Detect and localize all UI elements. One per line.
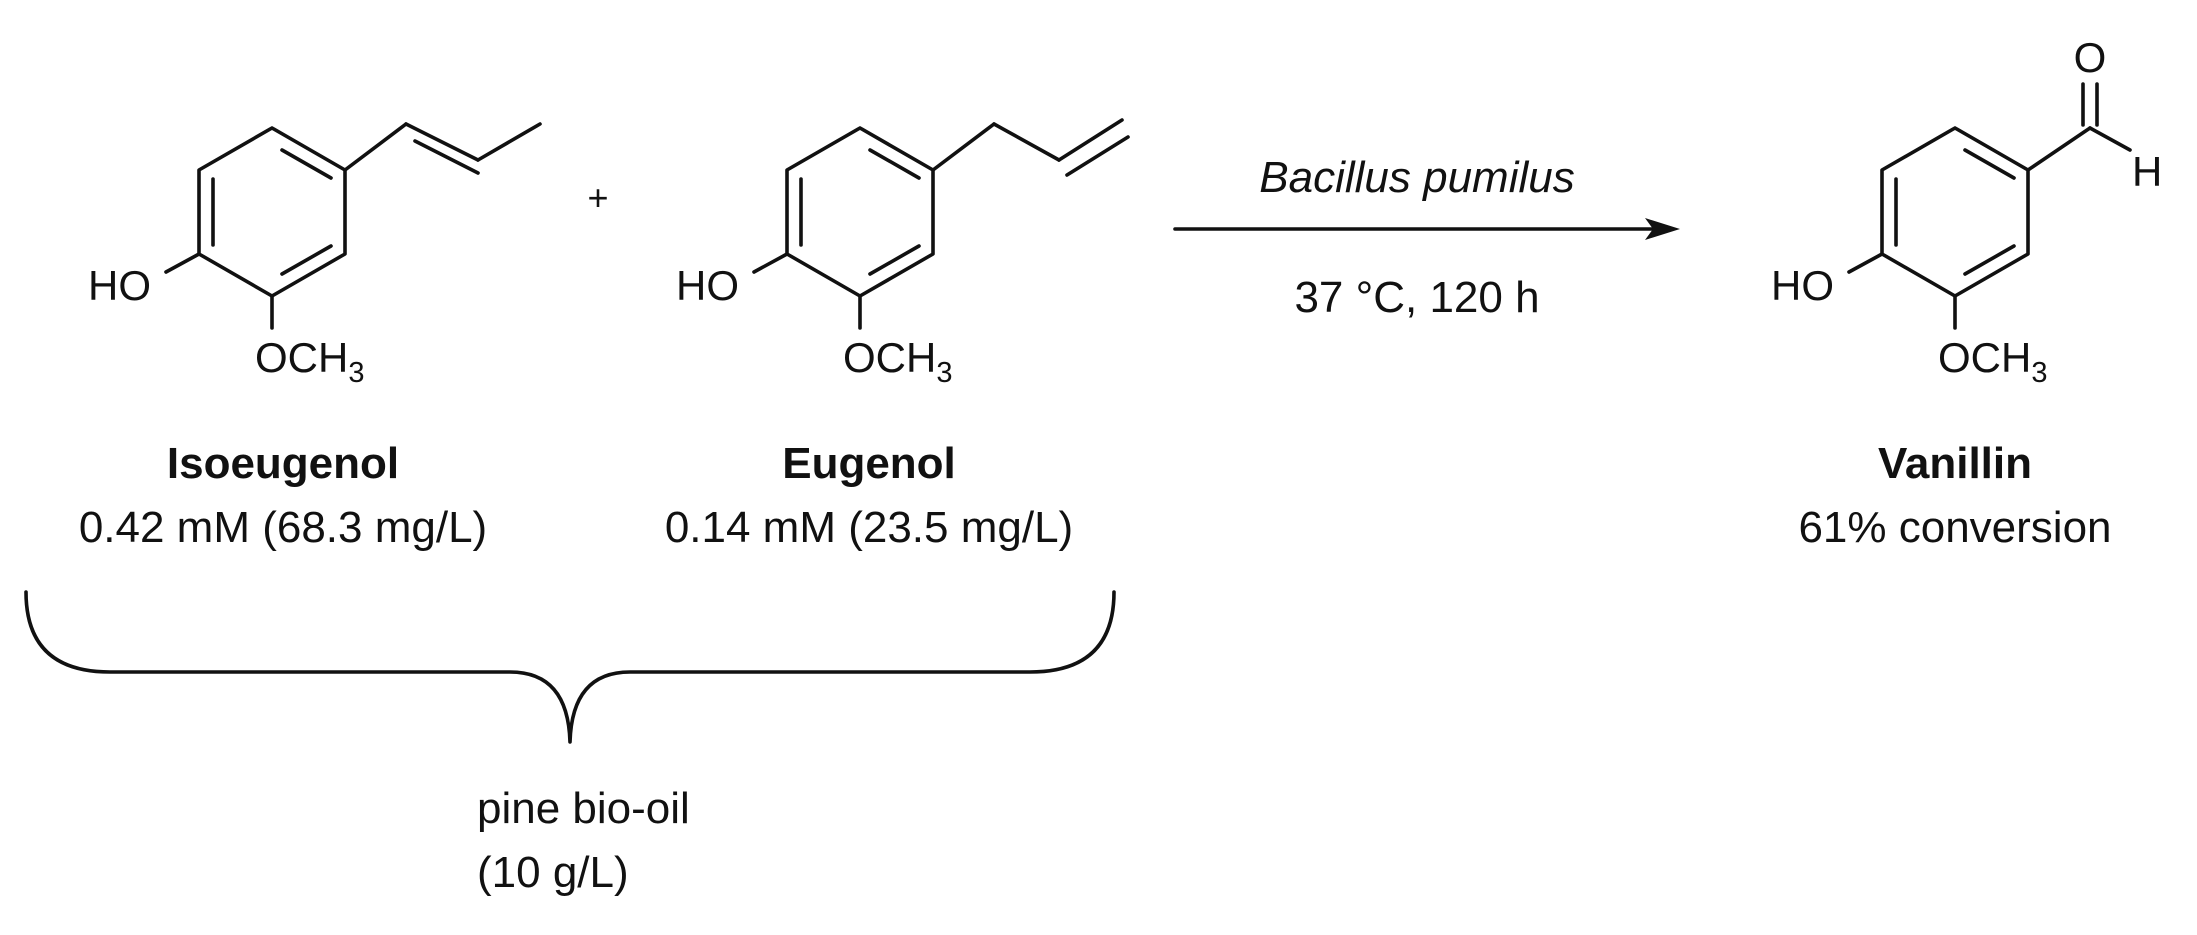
- eugenol-hydroxy-bond: [752, 252, 789, 274]
- grouping-brace: [24, 590, 1116, 744]
- vanillin-hydroxy-bond: [1847, 252, 1884, 274]
- catalyst-label: Bacillus pumilus: [1259, 153, 1574, 202]
- vanillin-conversion: 61% conversion: [1798, 503, 2111, 552]
- isoeugenol-hydroxy-bond: [164, 252, 201, 274]
- eugenol-benzene-ring: [785, 126, 935, 298]
- conditions-label: 37 °C, 120 h: [1294, 273, 1539, 322]
- vanillin-hydroxy-label: HO: [1771, 262, 1834, 309]
- vanillin-benzene-ring: [1880, 126, 2030, 298]
- vanillin-methoxy-label: OCH3: [1938, 334, 2047, 389]
- isoeugenol-structure: HO OCH3: [88, 122, 542, 389]
- eugenol-name: Eugenol: [782, 439, 956, 488]
- isoeugenol-benzene-ring: [197, 126, 347, 298]
- vanillin-name: Vanillin: [1878, 439, 2032, 488]
- eugenol-methoxy-label: OCH3: [843, 334, 952, 389]
- eugenol-concentration: 0.14 mM (23.5 mg/L): [665, 503, 1073, 552]
- reaction-arrow: [1173, 218, 1680, 240]
- plus-sign: +: [587, 177, 608, 218]
- isoeugenol-propenyl-chain: [343, 122, 542, 175]
- isoeugenol-concentration: 0.42 mM (68.3 mg/L): [79, 503, 487, 552]
- eugenol-allyl-chain: [931, 118, 1130, 177]
- vanillin-structure: O H HO OCH3: [1771, 34, 2162, 389]
- isoeugenol-hydroxy-label: HO: [88, 262, 151, 309]
- eugenol-structure: HO OCH3: [676, 118, 1130, 389]
- vanillin-oxygen-label: O: [2074, 34, 2107, 81]
- source-label: pine bio-oil: [477, 784, 690, 833]
- isoeugenol-methoxy-label: OCH3: [255, 334, 364, 389]
- source-amount: (10 g/L): [477, 848, 629, 897]
- vanillin-hydrogen-label: H: [2132, 148, 2162, 195]
- eugenol-hydroxy-label: HO: [676, 262, 739, 309]
- isoeugenol-name: Isoeugenol: [167, 439, 399, 488]
- vanillin-aldehyde-group: [2026, 82, 2132, 172]
